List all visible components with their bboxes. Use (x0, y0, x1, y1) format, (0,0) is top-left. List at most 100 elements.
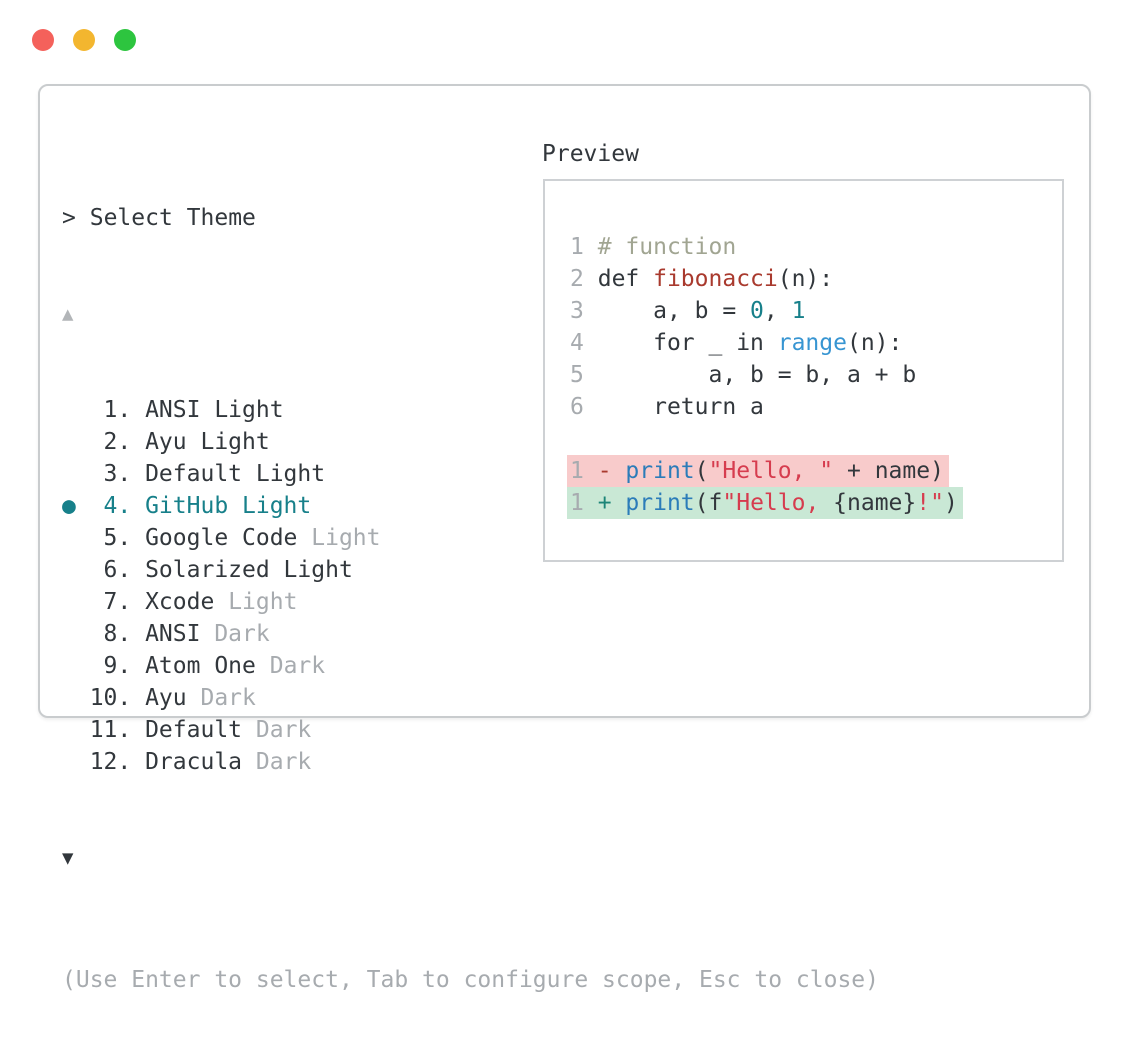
code-line: 5 a, b = b, a + b (570, 359, 1046, 391)
code-line: 4 for _ in range(n): (570, 327, 1046, 359)
theme-variant: Dark (269, 653, 326, 679)
line-number: 1 (570, 490, 584, 516)
line-content: 1 + print(f"Hello, {name}!") (567, 487, 963, 519)
theme-option[interactable]: 12. Dracula Dark (62, 746, 532, 778)
line-number: 1 (570, 458, 584, 484)
code-token: (n): (846, 330, 903, 356)
line-number: 3 (570, 298, 584, 324)
theme-number: 7. (103, 589, 132, 615)
code-token: (n): (777, 266, 834, 292)
line-number: 1 (570, 234, 584, 260)
code-token: , (763, 298, 792, 324)
diff-added-line: 1 + print(f"Hello, {name}!") (567, 487, 1046, 519)
code-token: print (625, 458, 695, 484)
theme-option[interactable]: 9. Atom One Dark (62, 650, 532, 682)
theme-option[interactable]: 5. Google Code Light (62, 522, 532, 554)
minimize-button[interactable] (73, 29, 95, 51)
line-number: 5 (570, 362, 584, 388)
theme-number: 6. (103, 557, 132, 583)
theme-variant: Dark (255, 717, 312, 743)
code-token: + name) (833, 458, 944, 484)
line-number: 4 (570, 330, 584, 356)
diff-removed-line: 1 - print("Hello, " + name) (567, 455, 1046, 487)
theme-number: 4. (103, 493, 132, 519)
window-controls (32, 29, 136, 51)
code-line: 1 # function (570, 231, 1046, 263)
theme-name: Ayu (145, 685, 187, 711)
line-content: 2 def fibonacci(n): (570, 263, 833, 295)
theme-option[interactable]: 10. Ayu Dark (62, 682, 532, 714)
scroll-up-icon[interactable]: ▲ (62, 303, 74, 325)
close-button[interactable] (32, 29, 54, 51)
theme-option[interactable]: 11. Default Dark (62, 714, 532, 746)
theme-option[interactable]: 3. Default Light (62, 458, 532, 490)
theme-name: ANSI Light (145, 397, 284, 423)
code-token: print (625, 490, 695, 516)
theme-name: GitHub Light (145, 493, 312, 519)
theme-option[interactable]: 2. Ayu Light (62, 426, 532, 458)
theme-number: 10. (89, 685, 132, 711)
scroll-down-icon[interactable]: ▼ (62, 847, 74, 869)
code-token: def (597, 266, 654, 292)
code-line: 6 return a (570, 391, 1046, 423)
theme-option[interactable]: ●4. GitHub Light (62, 490, 532, 522)
page-title: > Select Theme (62, 202, 532, 234)
code-token: for _ in (597, 330, 778, 356)
code-token: fibonacci (653, 266, 778, 292)
theme-option[interactable]: 6. Solarized Light (62, 554, 532, 586)
select-theme-title: Select Theme (89, 205, 256, 231)
line-content: 5 a, b = b, a + b (570, 359, 916, 391)
theme-name: Default Light (145, 461, 326, 487)
code-token: "Hello, " (708, 458, 834, 484)
preview-title: Preview (542, 141, 639, 167)
code-token: !" (916, 490, 944, 516)
theme-variant: Dark (214, 621, 270, 647)
theme-number: 3. (103, 461, 132, 487)
theme-number: 9. (103, 653, 132, 679)
code-token: 1 (791, 298, 806, 324)
code-token: (f (694, 490, 723, 516)
theme-number: 8. (103, 621, 132, 647)
code-token: 0 (750, 298, 764, 324)
theme-option[interactable]: 8. ANSI Dark (62, 618, 532, 650)
prompt-chevron-icon: > (62, 205, 76, 231)
theme-name: Atom One (145, 653, 256, 679)
theme-option[interactable]: 7. Xcode Light (62, 586, 532, 618)
theme-number: 1. (103, 397, 132, 423)
line-number: 2 (570, 266, 584, 292)
code-token: - (597, 458, 626, 484)
theme-variant: Dark (200, 685, 256, 711)
theme-name: Default (145, 717, 243, 743)
theme-option[interactable]: 1. ANSI Light (62, 394, 532, 426)
line-number: 6 (570, 394, 584, 420)
theme-name: Solarized Light (145, 557, 353, 583)
theme-variant: Light (311, 525, 381, 551)
code-token: range (777, 330, 847, 356)
theme-variant: Light (228, 589, 298, 615)
theme-name: Google Code (145, 525, 298, 551)
code-line: 3 a, b = 0, 1 (570, 295, 1046, 327)
zoom-button[interactable] (114, 29, 136, 51)
line-content: 1 # function (570, 231, 736, 263)
line-content: 6 return a (570, 391, 764, 423)
theme-name: ANSI (145, 621, 201, 647)
theme-number: 12. (89, 749, 132, 775)
code-token: ) (943, 490, 958, 516)
code-token: # function (597, 234, 737, 260)
theme-name: Xcode (145, 589, 215, 615)
theme-variant: Dark (255, 749, 312, 775)
theme-number: 2. (103, 429, 132, 455)
code-line (570, 423, 1046, 455)
code-token: ( (694, 458, 709, 484)
code-token: a, b = b, a + b (597, 362, 917, 388)
line-content: 4 for _ in range(n): (570, 327, 902, 359)
theme-number: 5. (103, 525, 132, 551)
theme-number: 11. (89, 717, 132, 743)
code-token: a, b = (597, 298, 751, 324)
code-token: return a (597, 394, 764, 420)
